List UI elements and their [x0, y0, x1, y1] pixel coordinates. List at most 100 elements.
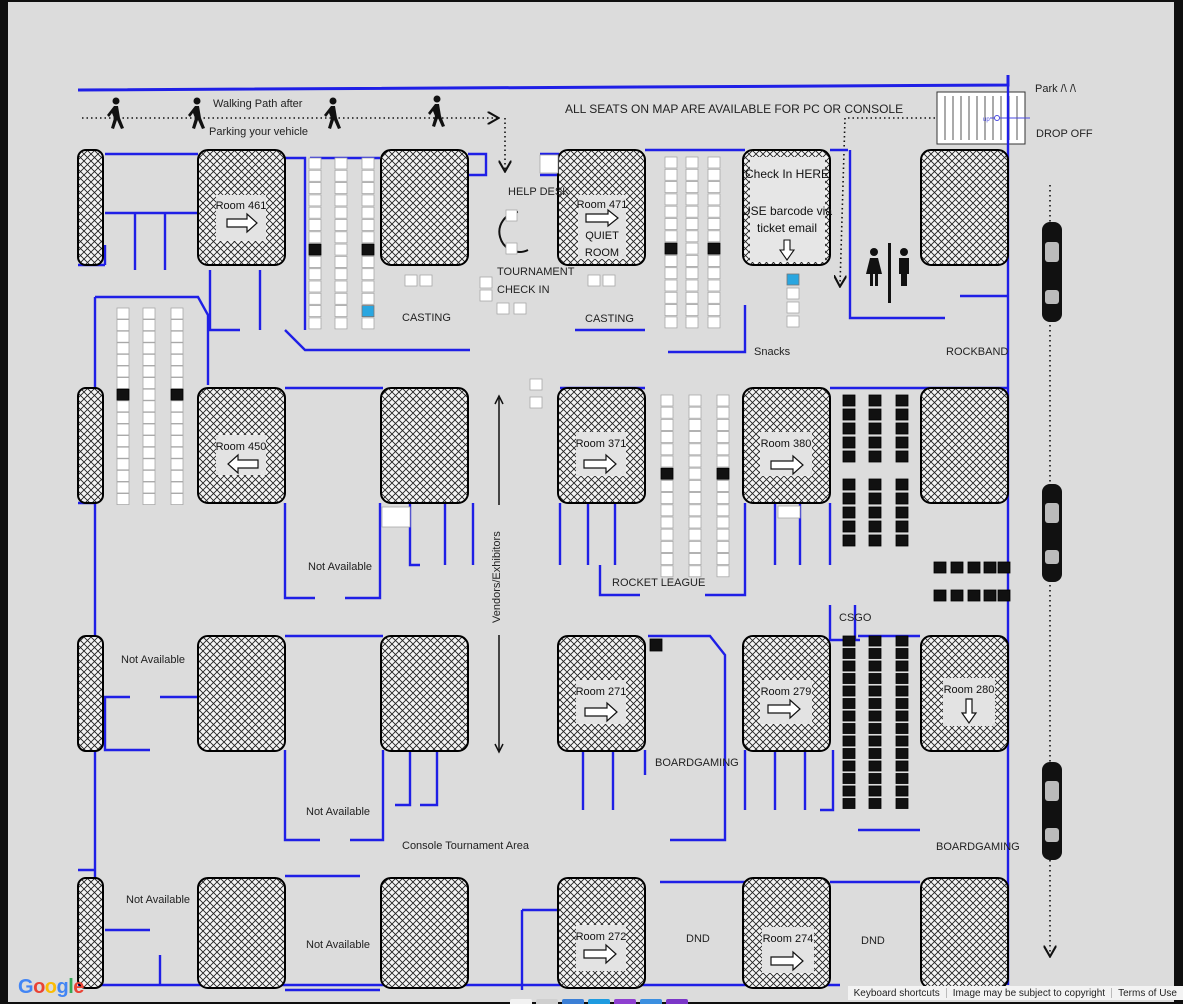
- seat[interactable]: [895, 394, 909, 407]
- seat[interactable]: [142, 377, 156, 390]
- seat[interactable]: [842, 394, 856, 407]
- seat[interactable]: [142, 388, 156, 401]
- seat[interactable]: [688, 431, 702, 444]
- seat[interactable]: [842, 698, 856, 709]
- seat[interactable]: [707, 181, 721, 194]
- seat[interactable]: [479, 276, 493, 289]
- seat[interactable]: [868, 635, 882, 647]
- seat[interactable]: [142, 353, 156, 366]
- seat[interactable]: [660, 406, 674, 419]
- seat[interactable]: [660, 541, 674, 553]
- seat[interactable]: [895, 534, 909, 547]
- seat[interactable]: [688, 455, 702, 468]
- seat[interactable]: [142, 469, 156, 482]
- seat[interactable]: [334, 182, 348, 195]
- seat[interactable]: [842, 478, 856, 491]
- seat[interactable]: [116, 435, 130, 448]
- seat[interactable]: [842, 773, 856, 784]
- seat[interactable]: [688, 406, 702, 419]
- seat[interactable]: [170, 493, 184, 506]
- seat[interactable]: [308, 206, 322, 219]
- seat[interactable]: [142, 319, 156, 332]
- seat[interactable]: [716, 431, 730, 444]
- seat[interactable]: [688, 443, 702, 456]
- seat[interactable]: [529, 378, 543, 391]
- seat[interactable]: [983, 589, 997, 602]
- seat[interactable]: [716, 541, 730, 553]
- room-450[interactable]: Room 450: [216, 435, 267, 475]
- seat[interactable]: [660, 418, 674, 431]
- seat[interactable]: [842, 760, 856, 772]
- seat[interactable]: [142, 493, 156, 506]
- seat[interactable]: [308, 194, 322, 207]
- seat[interactable]: [170, 400, 184, 413]
- seat[interactable]: [142, 446, 156, 459]
- seat[interactable]: [716, 553, 730, 565]
- seat[interactable]: [308, 255, 322, 268]
- seat[interactable]: [664, 291, 678, 304]
- seat[interactable]: [170, 342, 184, 355]
- seat[interactable]: [539, 154, 559, 174]
- seat[interactable]: [688, 565, 702, 578]
- seat[interactable]: [868, 660, 882, 672]
- seat[interactable]: [967, 561, 981, 574]
- seat[interactable]: [716, 479, 730, 492]
- seat[interactable]: [842, 735, 856, 747]
- seat[interactable]: [361, 280, 375, 293]
- seat[interactable]: [142, 365, 156, 378]
- seat[interactable]: [664, 193, 678, 206]
- seat[interactable]: [685, 168, 699, 181]
- seat[interactable]: [868, 710, 882, 722]
- seat[interactable]: [688, 492, 702, 505]
- seat[interactable]: [895, 450, 909, 463]
- seat[interactable]: [660, 504, 674, 517]
- seat[interactable]: [707, 291, 721, 304]
- seat[interactable]: [142, 342, 156, 355]
- seat[interactable]: [707, 156, 721, 169]
- seat[interactable]: [308, 292, 322, 305]
- seat[interactable]: [334, 305, 348, 318]
- seat[interactable]: [142, 307, 156, 320]
- seat[interactable]: [707, 279, 721, 292]
- seat[interactable]: [660, 492, 674, 505]
- seat[interactable]: [868, 422, 882, 435]
- seat[interactable]: [716, 492, 730, 505]
- thumbnail[interactable]: [510, 999, 532, 1004]
- seat[interactable]: [685, 316, 699, 329]
- seat[interactable]: [308, 219, 322, 231]
- seat[interactable]: [660, 553, 674, 565]
- seat[interactable]: [685, 218, 699, 230]
- seat[interactable]: [664, 181, 678, 194]
- seat[interactable]: [868, 436, 882, 449]
- seat[interactable]: [967, 589, 981, 602]
- seat[interactable]: [334, 280, 348, 293]
- seat[interactable]: [170, 377, 184, 390]
- seat[interactable]: [664, 254, 678, 267]
- seat[interactable]: [895, 735, 909, 747]
- seat[interactable]: [170, 435, 184, 448]
- seat[interactable]: [381, 506, 411, 528]
- room-371[interactable]: Room 371: [576, 432, 627, 476]
- seat[interactable]: [361, 182, 375, 195]
- seat[interactable]: [895, 798, 909, 809]
- seat[interactable]: [716, 418, 730, 431]
- seat[interactable]: [933, 561, 947, 574]
- seat[interactable]: [142, 458, 156, 471]
- seat[interactable]: [895, 422, 909, 435]
- seat[interactable]: [868, 723, 882, 734]
- seat[interactable]: [685, 242, 699, 255]
- seat[interactable]: [361, 219, 375, 231]
- seat[interactable]: [116, 458, 130, 471]
- seat[interactable]: [685, 267, 699, 280]
- seat[interactable]: [308, 317, 322, 330]
- seat[interactable]: [308, 305, 322, 318]
- keyboard-shortcuts-link[interactable]: Keyboard shortcuts: [853, 987, 940, 999]
- seat[interactable]: [170, 388, 184, 401]
- seat[interactable]: [685, 291, 699, 304]
- seat[interactable]: [308, 243, 322, 256]
- seat[interactable]: [707, 218, 721, 230]
- seat[interactable]: [842, 534, 856, 547]
- seat[interactable]: [361, 255, 375, 268]
- seat[interactable]: [895, 698, 909, 709]
- seat[interactable]: [660, 431, 674, 444]
